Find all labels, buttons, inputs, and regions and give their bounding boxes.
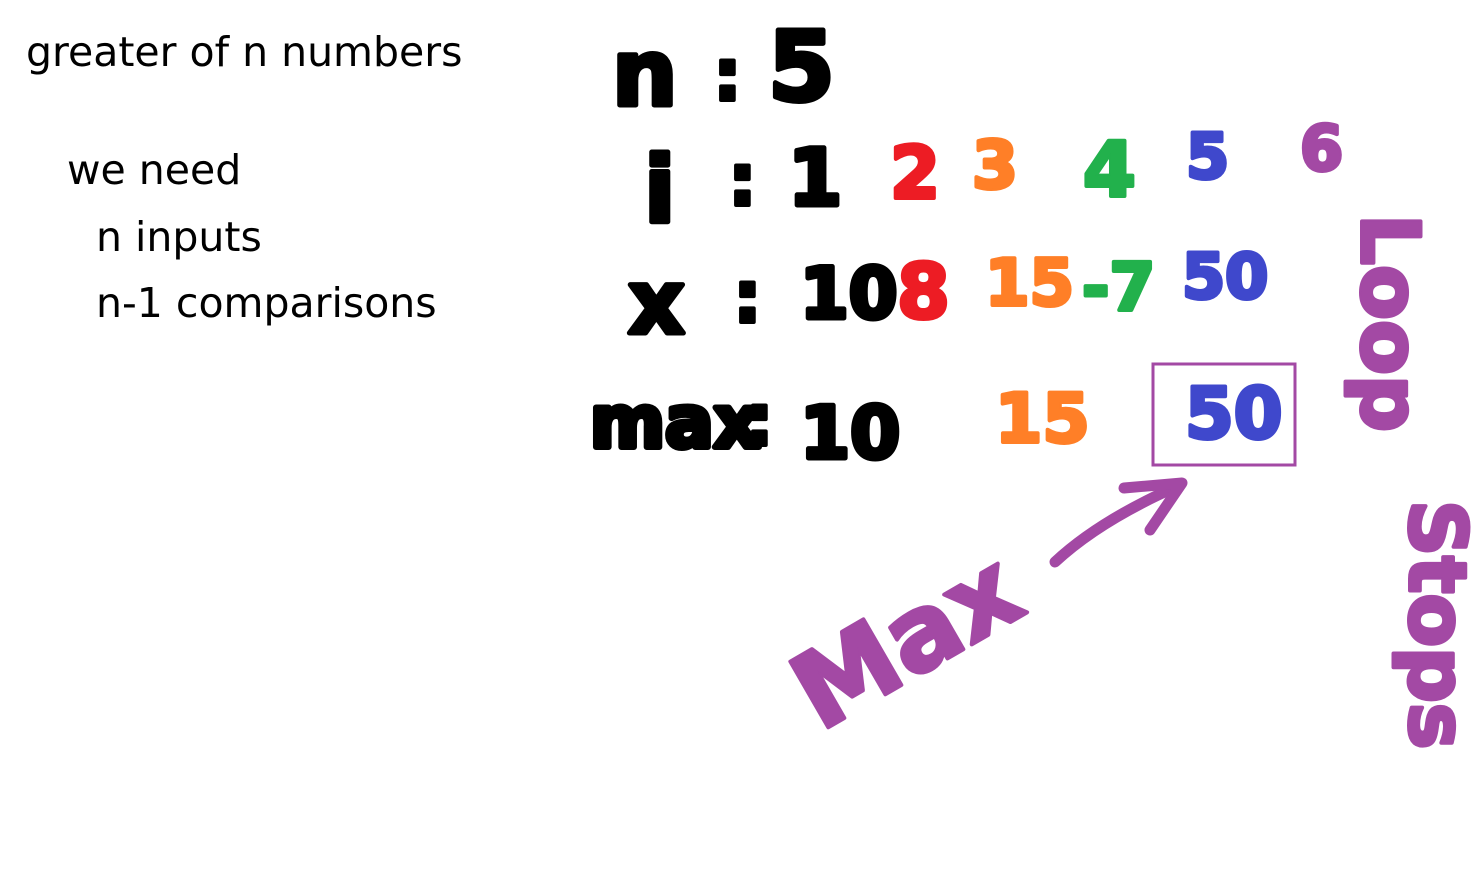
- max-label: max: [590, 380, 760, 464]
- x-label: x: [628, 251, 685, 354]
- x-value-10: 10: [800, 253, 897, 335]
- i-label: i: [644, 137, 676, 244]
- i-value-2: 2: [890, 131, 940, 215]
- notes-title: greater of n numbers: [26, 28, 463, 76]
- stops-annotation: Stops: [1391, 500, 1471, 749]
- max-value-10: 10: [800, 391, 900, 475]
- notes-inputs: n inputs: [96, 213, 262, 261]
- x-separator: :: [733, 255, 762, 339]
- notes-need: we need: [67, 146, 242, 194]
- x-value-8: 8: [897, 247, 950, 336]
- n-separator: :: [713, 33, 742, 117]
- x-value-minus-7: -7: [1082, 249, 1155, 326]
- max-annotation: Max: [772, 528, 1042, 754]
- n-label: n: [612, 20, 678, 127]
- i-value-3: 3: [972, 127, 1018, 204]
- max-value-50: 50: [1185, 373, 1282, 455]
- final-max-box: [1151, 362, 1297, 467]
- max-arrow-head: [1118, 477, 1188, 536]
- max-arrow-shaft: [1049, 479, 1186, 568]
- i-value-5: 5: [1186, 120, 1229, 193]
- n-value: 5: [768, 11, 835, 123]
- notes-comparisons: n-1 comparisons: [96, 279, 437, 327]
- i-value-6: 6: [1300, 112, 1343, 185]
- max-separator: :: [745, 378, 774, 462]
- loop-annotation: Loop: [1343, 214, 1436, 432]
- x-value-15: 15: [985, 247, 1074, 321]
- i-value-1: 1: [788, 134, 842, 224]
- x-value-50: 50: [1182, 240, 1268, 313]
- i-value-4: 4: [1083, 125, 1136, 214]
- i-separator: :: [728, 138, 757, 222]
- max-value-15: 15: [995, 380, 1090, 459]
